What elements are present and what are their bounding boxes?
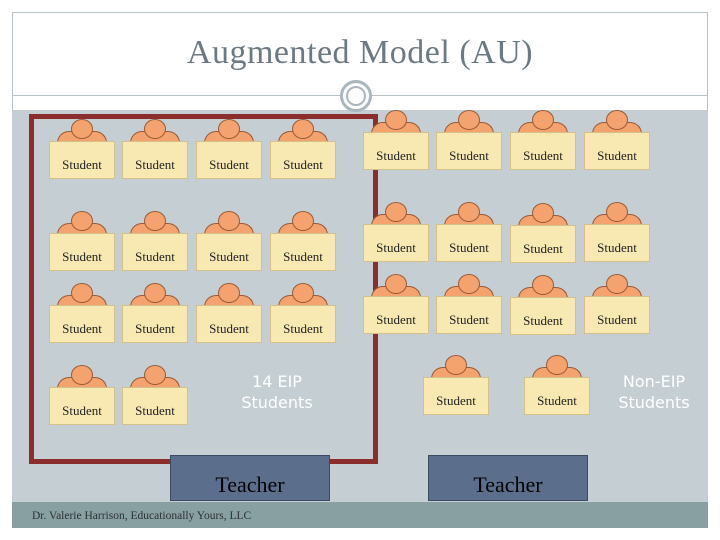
student-desk: Student bbox=[363, 296, 429, 334]
student-head-icon bbox=[458, 202, 480, 222]
student-desk: Student bbox=[196, 305, 262, 343]
student-label: Student bbox=[62, 403, 102, 418]
student-head-icon bbox=[218, 283, 240, 303]
student-head-icon bbox=[292, 283, 314, 303]
eip-teacher-desk: Teacher bbox=[170, 455, 330, 501]
student-head-icon bbox=[532, 275, 554, 295]
student-desk: Student bbox=[49, 233, 115, 271]
student-desk: Student bbox=[270, 141, 336, 179]
student-desk: Student bbox=[196, 141, 262, 179]
student-desk: Student bbox=[122, 141, 188, 179]
student-desk: Student bbox=[510, 297, 576, 335]
student-head-icon bbox=[532, 110, 554, 130]
student-head-icon bbox=[458, 274, 480, 294]
student-label: Student bbox=[283, 321, 323, 336]
student-label: Student bbox=[135, 249, 175, 264]
student-head-icon bbox=[71, 119, 93, 139]
student-head-icon bbox=[385, 274, 407, 294]
student-label: Student bbox=[523, 313, 563, 328]
student-desk: Student bbox=[122, 233, 188, 271]
student-label: Student bbox=[523, 148, 563, 163]
student-head-icon bbox=[458, 110, 480, 130]
student-desk: Student bbox=[49, 387, 115, 425]
non-eip-teacher-desk: Teacher bbox=[428, 455, 588, 501]
student-label: Student bbox=[523, 241, 563, 256]
student-head-icon bbox=[385, 110, 407, 130]
student-label: Student bbox=[62, 157, 102, 172]
student-label: Student bbox=[597, 240, 637, 255]
student-desk: Student bbox=[584, 132, 650, 170]
student-desk: Student bbox=[436, 224, 502, 262]
student-desk: Student bbox=[436, 296, 502, 334]
student-label: Student bbox=[209, 157, 249, 172]
student-head-icon bbox=[218, 211, 240, 231]
student-desk: Student bbox=[363, 224, 429, 262]
student-head-icon bbox=[144, 365, 166, 385]
student-desk: Student bbox=[510, 225, 576, 263]
student-desk: Student bbox=[584, 224, 650, 262]
student-head-icon bbox=[445, 355, 467, 375]
student-label: Student bbox=[436, 393, 476, 408]
student-head-icon bbox=[144, 211, 166, 231]
student-label: Student bbox=[597, 148, 637, 163]
student-desk: Student bbox=[49, 141, 115, 179]
student-head-icon bbox=[546, 355, 568, 375]
student-desk: Student bbox=[436, 132, 502, 170]
non-eip-group-label: Non-EIP Students bbox=[618, 372, 690, 412]
student-label: Student bbox=[62, 321, 102, 336]
student-label: Student bbox=[209, 249, 249, 264]
student-desk: Student bbox=[49, 305, 115, 343]
student-label: Student bbox=[449, 312, 489, 327]
student-head-icon bbox=[606, 110, 628, 130]
student-head-icon bbox=[606, 202, 628, 222]
student-label: Student bbox=[376, 148, 416, 163]
student-head-icon bbox=[144, 119, 166, 139]
student-head-icon bbox=[71, 283, 93, 303]
student-head-icon bbox=[71, 365, 93, 385]
student-desk: Student bbox=[196, 233, 262, 271]
student-label: Student bbox=[376, 240, 416, 255]
student-label: Student bbox=[209, 321, 249, 336]
student-label: Student bbox=[537, 393, 577, 408]
student-label: Student bbox=[449, 240, 489, 255]
student-head-icon bbox=[292, 119, 314, 139]
student-desk: Student bbox=[270, 233, 336, 271]
student-head-icon bbox=[144, 283, 166, 303]
student-desk: Student bbox=[510, 132, 576, 170]
student-desk: Student bbox=[363, 132, 429, 170]
slide-title: Augmented Model (AU) bbox=[186, 34, 534, 71]
student-desk: Student bbox=[270, 305, 336, 343]
student-desk: Student bbox=[423, 377, 489, 415]
student-desk: Student bbox=[122, 387, 188, 425]
student-label: Student bbox=[62, 249, 102, 264]
student-label: Student bbox=[135, 157, 175, 172]
student-label: Student bbox=[376, 312, 416, 327]
student-label: Student bbox=[597, 312, 637, 327]
student-head-icon bbox=[385, 202, 407, 222]
student-head-icon bbox=[292, 211, 314, 231]
student-label: Student bbox=[449, 148, 489, 163]
student-label: Student bbox=[283, 157, 323, 172]
student-head-icon bbox=[71, 211, 93, 231]
student-head-icon bbox=[606, 274, 628, 294]
footer-credit: Dr. Valerie Harrison, Educationally Your… bbox=[32, 510, 252, 522]
student-label: Student bbox=[283, 249, 323, 264]
eip-group-label: 14 EIP Students bbox=[241, 372, 313, 412]
student-head-icon bbox=[532, 203, 554, 223]
student-label: Student bbox=[135, 403, 175, 418]
student-desk: Student bbox=[584, 296, 650, 334]
student-desk: Student bbox=[524, 377, 590, 415]
footer-bar bbox=[12, 502, 708, 528]
ring-ornament-inner-icon bbox=[346, 86, 366, 106]
student-label: Student bbox=[135, 321, 175, 336]
student-desk: Student bbox=[122, 305, 188, 343]
student-head-icon bbox=[218, 119, 240, 139]
